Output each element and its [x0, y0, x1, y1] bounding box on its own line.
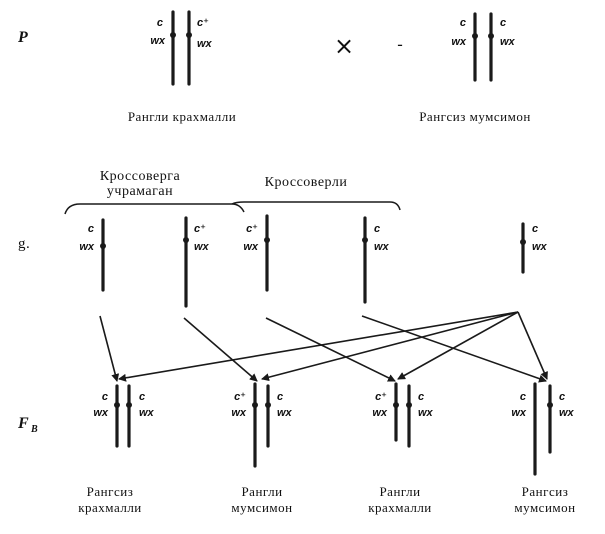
offspring-3-caption-line1: Рангли: [379, 484, 420, 499]
gene-label-wx: wx: [500, 36, 516, 48]
parent-right-caption: Рангсиз мумсимон: [419, 109, 531, 124]
gene-label-c: c: [460, 17, 466, 29]
gene-label-wx: wx: [150, 35, 166, 47]
offspring-2-caption-line1: Рангли: [241, 484, 282, 499]
gene-label-wx: wx: [139, 407, 155, 419]
gene-label-c: c: [88, 223, 94, 235]
offspring-1-caption-line2: крахмалли: [78, 500, 142, 515]
gene-label-c-dom: c⁺: [246, 223, 258, 235]
gene-label-c: c: [277, 391, 283, 403]
gene-label-wx: wx: [93, 407, 109, 419]
gamete-1-chromosome: c wx: [79, 218, 106, 292]
gene-label-wx: wx: [277, 407, 293, 419]
gene-label-wx: wx: [197, 38, 213, 50]
gene-label-c-dom: c⁺: [197, 17, 209, 29]
offspring-3-chromosome-pair: c⁺ wx c wx: [372, 382, 434, 448]
gamete-4-chromosome: c wx: [362, 216, 390, 304]
parent-left-caption: Рангли крахмалли: [128, 109, 236, 124]
offspring-1-caption-line1: Рангсиз: [87, 484, 134, 499]
crossover-bracket: [231, 201, 401, 211]
offspring-4-chromosome-pair: c wx c wx: [511, 382, 575, 476]
gene-label-wx: wx: [194, 241, 210, 253]
gene-label-c: c: [532, 223, 538, 235]
dash-mark: -: [397, 35, 403, 54]
offspring-4-caption-line1: Рангсиз: [522, 484, 569, 499]
gene-label-wx: wx: [243, 241, 259, 253]
gene-label-wx: wx: [559, 407, 575, 419]
cross-symbol: ×: [334, 32, 354, 60]
gene-label-wx: wx: [374, 241, 390, 253]
gene-label-wx: wx: [451, 36, 467, 48]
gene-label-c-dom: c⁺: [194, 223, 206, 235]
gene-label-c: c: [520, 391, 526, 403]
fertilization-arrows: [99, 311, 548, 383]
generation-label-p: P: [17, 29, 28, 46]
non-crossover-bracket: [64, 203, 245, 215]
offspring-2-chromosome-pair: c⁺ wx c wx: [231, 382, 293, 468]
gene-label-c-dom: c⁺: [375, 391, 387, 403]
crossover-heading: Кроссоверли: [265, 175, 348, 190]
gene-label-c: c: [139, 391, 145, 403]
gamete-2-chromosome: c⁺ wx: [183, 216, 210, 308]
gene-label-c: c: [559, 391, 565, 403]
gene-label-wx: wx: [231, 407, 247, 419]
non-crossover-heading-line1: Кроссоверга: [100, 169, 181, 184]
gene-label-c: c: [157, 17, 163, 29]
non-crossover-heading-line2: учрамаган: [107, 184, 173, 199]
offspring-3-caption-line2: крахмалли: [368, 500, 432, 515]
parent-right-chromosome-pair: c wx c wx: [451, 12, 516, 82]
generation-label-f: F: [17, 415, 29, 432]
gene-label-wx: wx: [372, 407, 388, 419]
offspring-1-chromosome-pair: c wx c wx: [93, 384, 155, 448]
gene-label-wx: wx: [532, 241, 548, 253]
gene-label-c: c: [102, 391, 108, 403]
offspring-2-caption-line2: мумсимон: [231, 500, 292, 515]
gamete-3-chromosome: c⁺ wx: [243, 214, 270, 292]
generation-label-f-subscript: B: [30, 424, 38, 435]
gene-label-c: c: [374, 223, 380, 235]
gene-label-c: c: [418, 391, 424, 403]
gene-label-wx: wx: [511, 407, 527, 419]
gene-label-wx: wx: [79, 241, 95, 253]
generation-label-g: g.: [18, 236, 30, 252]
gene-label-wx: wx: [418, 407, 434, 419]
gene-label-c-dom: c⁺: [234, 391, 246, 403]
offspring-4-caption-line2: мумсимон: [514, 500, 575, 515]
gamete-5-chromosome: c wx: [520, 222, 548, 274]
parent-left-chromosome-pair: c wx c⁺ wx: [150, 10, 213, 86]
gene-label-c: c: [500, 17, 506, 29]
